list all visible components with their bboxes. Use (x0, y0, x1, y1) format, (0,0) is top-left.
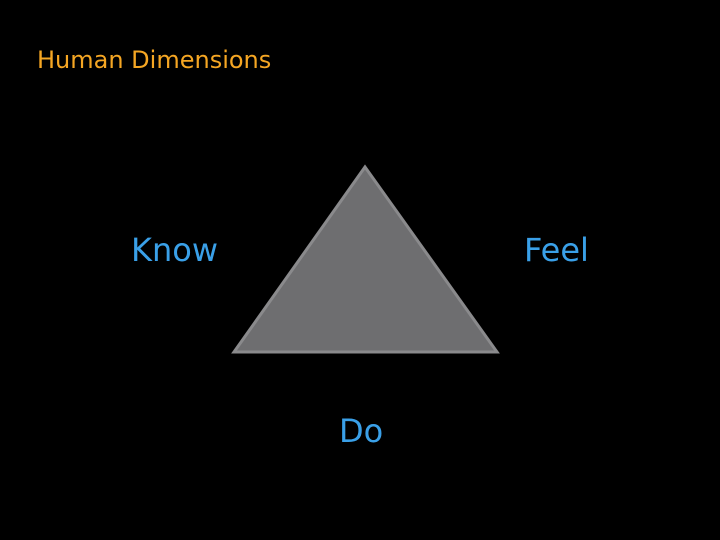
triangle-polygon (231, 164, 500, 354)
label-do: Do (339, 412, 384, 450)
slide-title: Human Dimensions (37, 46, 272, 74)
label-feel: Feel (524, 231, 589, 269)
label-know: Know (131, 231, 219, 269)
